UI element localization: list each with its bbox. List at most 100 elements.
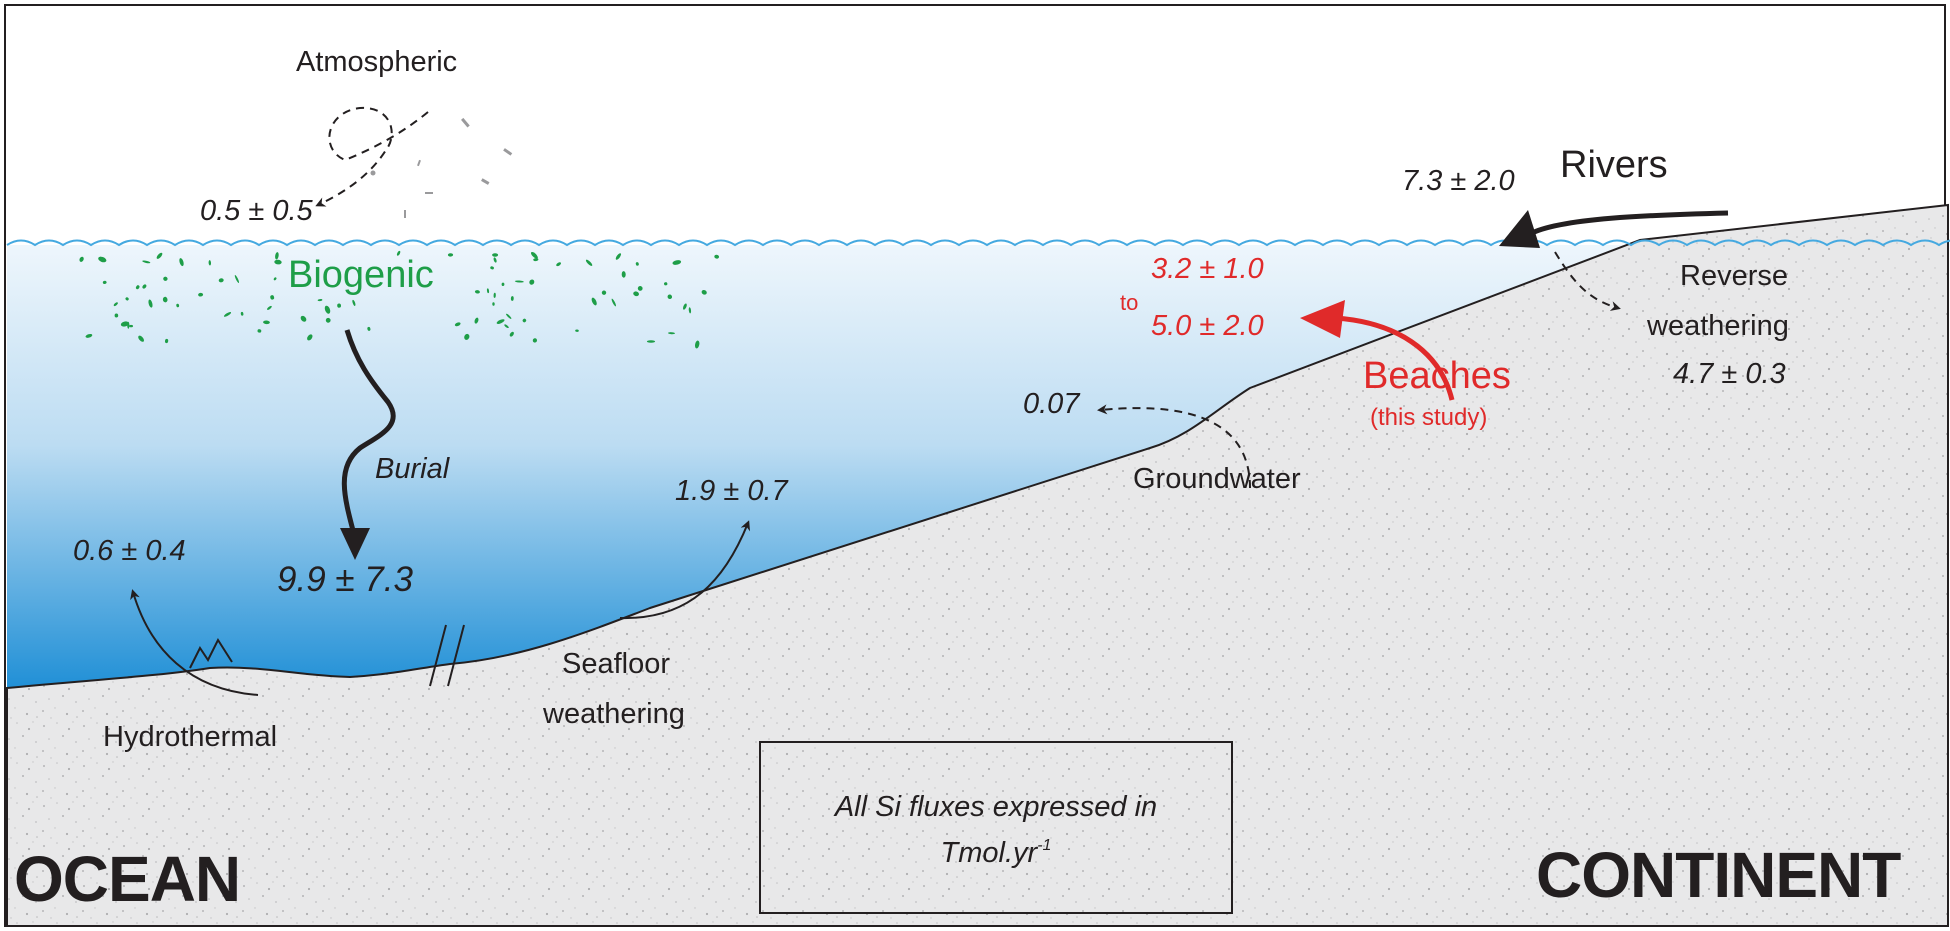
biogenic-particle xyxy=(490,266,494,270)
reverse-weathering-label-line2: weathering xyxy=(1647,310,1789,342)
biogenic-particle xyxy=(688,307,692,314)
biogenic-particle xyxy=(611,298,616,307)
biogenic-particle xyxy=(510,296,514,301)
biogenic-particle xyxy=(79,256,84,262)
biogenic-particle xyxy=(493,257,497,263)
burial-arrow xyxy=(341,329,396,539)
biogenic-particle xyxy=(176,303,180,308)
biogenic-particle xyxy=(148,299,153,308)
sea-surface-waves xyxy=(6,239,1950,247)
biogenic-particle xyxy=(501,282,505,286)
biogenic-particle xyxy=(514,280,524,283)
rivers-flux-value: 7.3 ± 2.0 xyxy=(1402,165,1515,197)
biogenic-particle xyxy=(367,326,371,331)
biogenic-particle xyxy=(125,297,129,301)
biogenic-particle xyxy=(179,258,184,267)
biogenic-particle xyxy=(102,280,107,285)
biogenic-particle xyxy=(198,292,204,297)
biogenic-particle xyxy=(263,320,270,325)
biogenic-particle xyxy=(270,295,275,300)
seafloor-weathering-arrow xyxy=(619,520,751,620)
hydrothermal-arrow xyxy=(130,589,259,696)
biogenic-particle xyxy=(99,256,102,261)
biogenic-particle xyxy=(509,331,514,337)
rivers-label: Rivers xyxy=(1560,144,1668,186)
biogenic-particle xyxy=(257,329,262,333)
biogenic-particle xyxy=(637,285,643,291)
biogenic-particle xyxy=(85,333,93,338)
biogenic-particle xyxy=(163,276,168,281)
biogenic-particle xyxy=(474,317,479,324)
units-note-line2: Tmol.yr-1 xyxy=(761,837,1231,870)
biogenic-particle xyxy=(325,317,331,323)
biogenic-particle xyxy=(701,289,707,295)
biogenic-particle xyxy=(142,260,151,264)
biogenic-particle xyxy=(506,313,512,319)
biogenic-particle xyxy=(646,340,656,343)
hydrothermal-vent xyxy=(189,637,233,669)
biogenic-particle xyxy=(683,303,687,310)
biogenic-particle xyxy=(591,297,597,306)
biogenic-particle xyxy=(300,315,307,322)
biogenic-particle xyxy=(274,259,282,265)
burial-label: Burial xyxy=(375,453,450,485)
beaches-sublabel: (this study) xyxy=(1370,404,1488,431)
biogenic-particle xyxy=(492,302,495,306)
biogenic-particle xyxy=(533,258,539,262)
biogenic-particle xyxy=(240,311,244,316)
beaches-label: Beaches xyxy=(1363,355,1511,397)
hydrothermal-label: Hydrothermal xyxy=(103,721,278,753)
biogenic-particle xyxy=(668,332,675,335)
biogenic-particle xyxy=(317,299,323,302)
units-note-box: All Si fluxes expressed in Tmol.yr-1 xyxy=(759,741,1233,914)
groundwater-flux-value: 0.07 xyxy=(1023,388,1080,420)
beaches-arrow xyxy=(1334,315,1455,401)
biogenic-particle xyxy=(129,324,134,328)
rivers-arrow xyxy=(1528,210,1729,237)
biogenic-particle xyxy=(635,262,639,266)
biogenic-particle xyxy=(464,333,470,340)
biogenic-particle xyxy=(492,253,499,257)
seafloor-weathering-flux-value: 1.9 ± 0.7 xyxy=(675,475,788,507)
atmospheric-arrow xyxy=(315,106,429,207)
biogenic-particle xyxy=(504,324,509,329)
biogenic-particle xyxy=(218,278,224,283)
biogenic-label: Biogenic xyxy=(288,254,434,296)
reverse-weathering-label-line1: Reverse xyxy=(1680,260,1788,292)
biogenic-particle xyxy=(135,285,140,290)
units-note-exponent: -1 xyxy=(1037,837,1052,854)
biogenic-particle xyxy=(575,329,579,332)
reverse-weathering-arrow xyxy=(1554,251,1621,311)
seafloor-label-line1: Seafloor xyxy=(562,648,671,680)
biogenic-particle xyxy=(615,253,622,260)
biogenic-particle xyxy=(714,254,720,259)
reverse-weathering-flux-value: 4.7 ± 0.3 xyxy=(1673,358,1786,390)
biogenic-particle xyxy=(454,322,461,327)
biogenic-particle xyxy=(307,334,313,341)
rivers-arrowhead xyxy=(1499,210,1540,248)
biogenic-particle xyxy=(601,290,607,295)
biogenic-particle xyxy=(142,284,147,289)
biogenic-particle xyxy=(396,250,401,256)
biogenic-particle xyxy=(447,253,454,257)
groundwater-label: Groundwater xyxy=(1133,463,1301,495)
atmospheric-flux-value: 0.5 ± 0.5 xyxy=(200,195,313,227)
biogenic-particle xyxy=(324,305,331,314)
units-note-unit: Tmol.yr xyxy=(940,837,1038,869)
biogenic-particle xyxy=(522,318,527,323)
seafloor-land xyxy=(6,203,1949,927)
biogenic-particle xyxy=(275,252,279,260)
biogenic-particle xyxy=(633,291,639,297)
biogenic-particle xyxy=(672,260,682,265)
dust-particles xyxy=(370,117,513,218)
biogenic-particle xyxy=(156,252,163,259)
biogenic-particle xyxy=(234,275,240,283)
biogenic-particle xyxy=(585,259,593,266)
biogenic-particle xyxy=(164,338,169,344)
continent-region-label: CONTINENT xyxy=(1536,839,1901,911)
biogenic-particle xyxy=(529,279,535,285)
biogenic-particle xyxy=(266,305,272,310)
biogenic-particle xyxy=(208,260,212,266)
